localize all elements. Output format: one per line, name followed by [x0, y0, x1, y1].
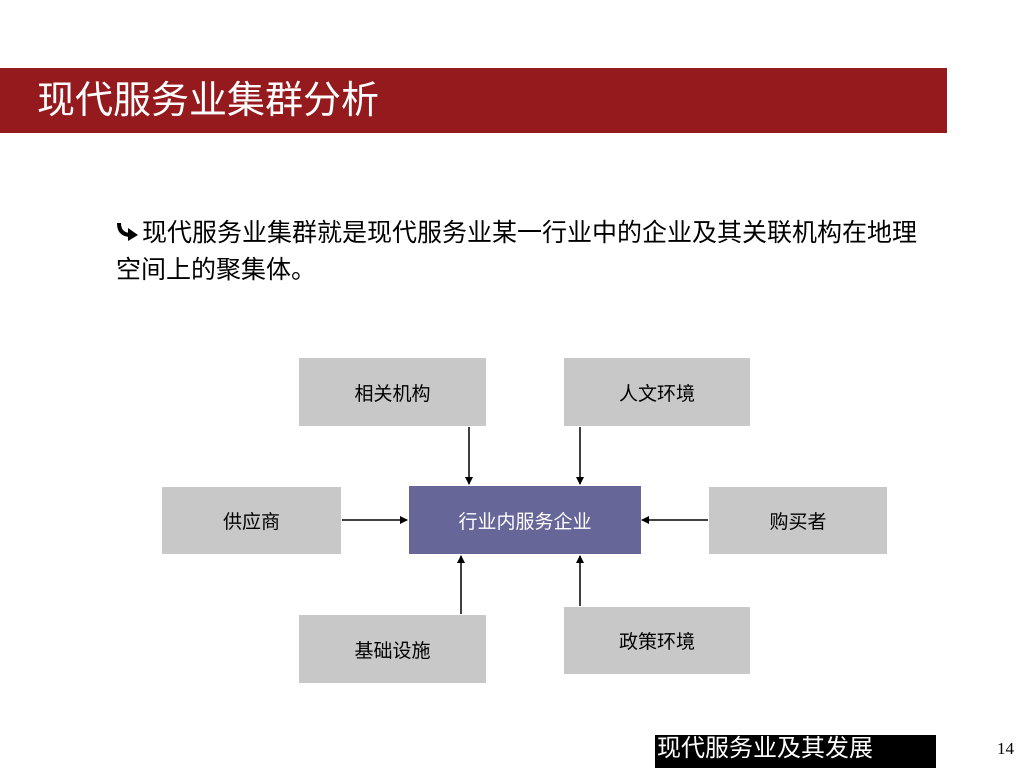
page-number: 14 [936, 735, 1024, 768]
node-humanities-environment: 人文环境 [564, 358, 750, 426]
slide-title: 现代服务业集群分析 [37, 78, 380, 122]
node-policy-environment: 政策环境 [564, 607, 750, 674]
footer-title: 现代服务业及其发展 [657, 734, 873, 762]
node-center-service-enterprise: 行业内服务企业 [409, 486, 641, 554]
node-infrastructure: 基础设施 [299, 615, 486, 683]
bullet-text: 现代服务业集群就是现代服务业某一行业中的企业及其关联机构在地理空间上的聚集体。 [116, 218, 918, 284]
title-bar: 现代服务业集群分析 [0, 68, 947, 133]
footer-bar: 现代服务业及其发展 14 [655, 735, 1024, 768]
node-suppliers: 供应商 [162, 487, 341, 554]
curved-arrow-icon [116, 215, 142, 241]
bullet-paragraph: 现代服务业集群就是现代服务业某一行业中的企业及其关联机构在地理空间上的聚集体。 [116, 214, 936, 288]
node-buyers: 购买者 [709, 487, 887, 554]
node-related-institutions: 相关机构 [299, 358, 486, 426]
